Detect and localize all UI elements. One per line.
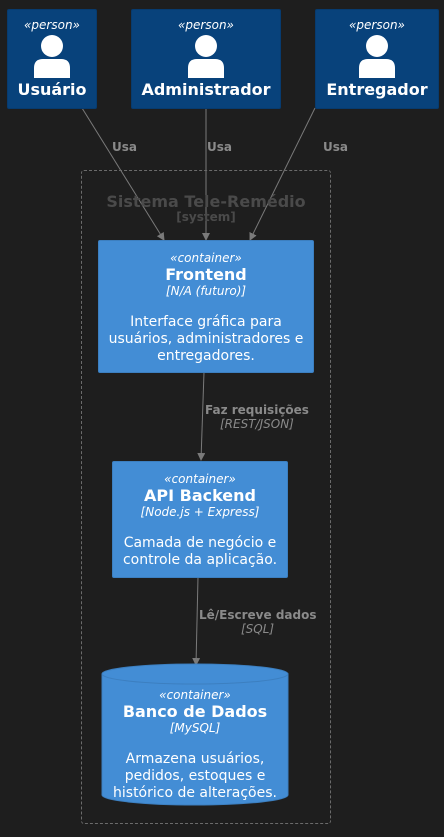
container-frontend[interactable]: «container» Frontend [N/A (futuro)] Inte… [98, 240, 314, 373]
container-database[interactable]: «container» Banco de Dados [MySQL] Armaz… [102, 688, 288, 802]
boundary-title: Sistema Tele-Remédio [106, 192, 306, 211]
container-stereotype: «container» [170, 251, 242, 265]
description-line: usuários, administradores e [108, 331, 304, 347]
container-description: Armazena usuários, pedidos, estoques e h… [102, 751, 288, 802]
container-stereotype: «container» [164, 472, 236, 486]
description-line: controle da aplicação. [122, 552, 278, 568]
container-description: Camada de negócio e controle da aplicaçã… [113, 535, 287, 569]
description-line: Camada de negócio e [123, 535, 277, 551]
description-line: Armazena usuários, [125, 751, 265, 767]
description-line: Interface gráfica para [130, 314, 282, 330]
container-title: Frontend [165, 265, 247, 284]
system-boundary: Sistema Tele-Remédio [system] [81, 170, 331, 824]
person-stereotype: «person» [349, 18, 405, 32]
relation-label-entregador: Usa [323, 140, 348, 154]
container-description: Interface gráfica para usuários, adminis… [99, 314, 313, 365]
boundary-type: [system] [176, 210, 236, 224]
person-stereotype: «person» [24, 18, 80, 32]
relation-arrow-api-db [192, 576, 201, 666]
person-icon [359, 35, 395, 78]
person-stereotype: «person» [178, 18, 234, 32]
person-name: Usuário [17, 80, 87, 99]
container-technology: [MySQL] [169, 721, 221, 735]
relation-arrow-usuario [81, 107, 165, 241]
relation-arrow-frontend-api [197, 371, 206, 461]
description-line: pedidos, estoques e [124, 768, 266, 784]
description-line: entregadores. [157, 348, 255, 364]
person-administrador[interactable]: «person» Administrador [131, 9, 281, 109]
relation-technology-requests: [REST/JSON] [220, 417, 294, 431]
container-api-backend[interactable]: «container» API Backend [Node.js + Expre… [112, 461, 288, 578]
relation-label-requests: Faz requisições [205, 403, 309, 417]
person-name: Entregador [326, 80, 428, 99]
description-line: histórico de alterações. [113, 785, 277, 801]
container-title: API Backend [143, 486, 256, 505]
container-stereotype: «container» [159, 688, 231, 702]
container-title: Banco de Dados [122, 702, 268, 721]
person-icon [188, 35, 224, 78]
relation-arrow-entregador [249, 107, 316, 241]
relation-technology-data: [SQL] [241, 622, 275, 636]
relation-label-usuario: Usa [112, 140, 137, 154]
database-cylinder [101, 663, 289, 806]
container-technology: [N/A (futuro)] [165, 284, 247, 298]
person-name: Administrador [141, 80, 271, 99]
person-entregador[interactable]: «person» Entregador [315, 9, 439, 109]
container-technology: [Node.js + Express] [140, 505, 260, 519]
person-usuario[interactable]: «person» Usuário [7, 9, 97, 109]
person-icon [34, 35, 70, 78]
relation-label-administrador: Usa [207, 140, 232, 154]
relation-label-data: Lê/Escreve dados [199, 608, 317, 622]
